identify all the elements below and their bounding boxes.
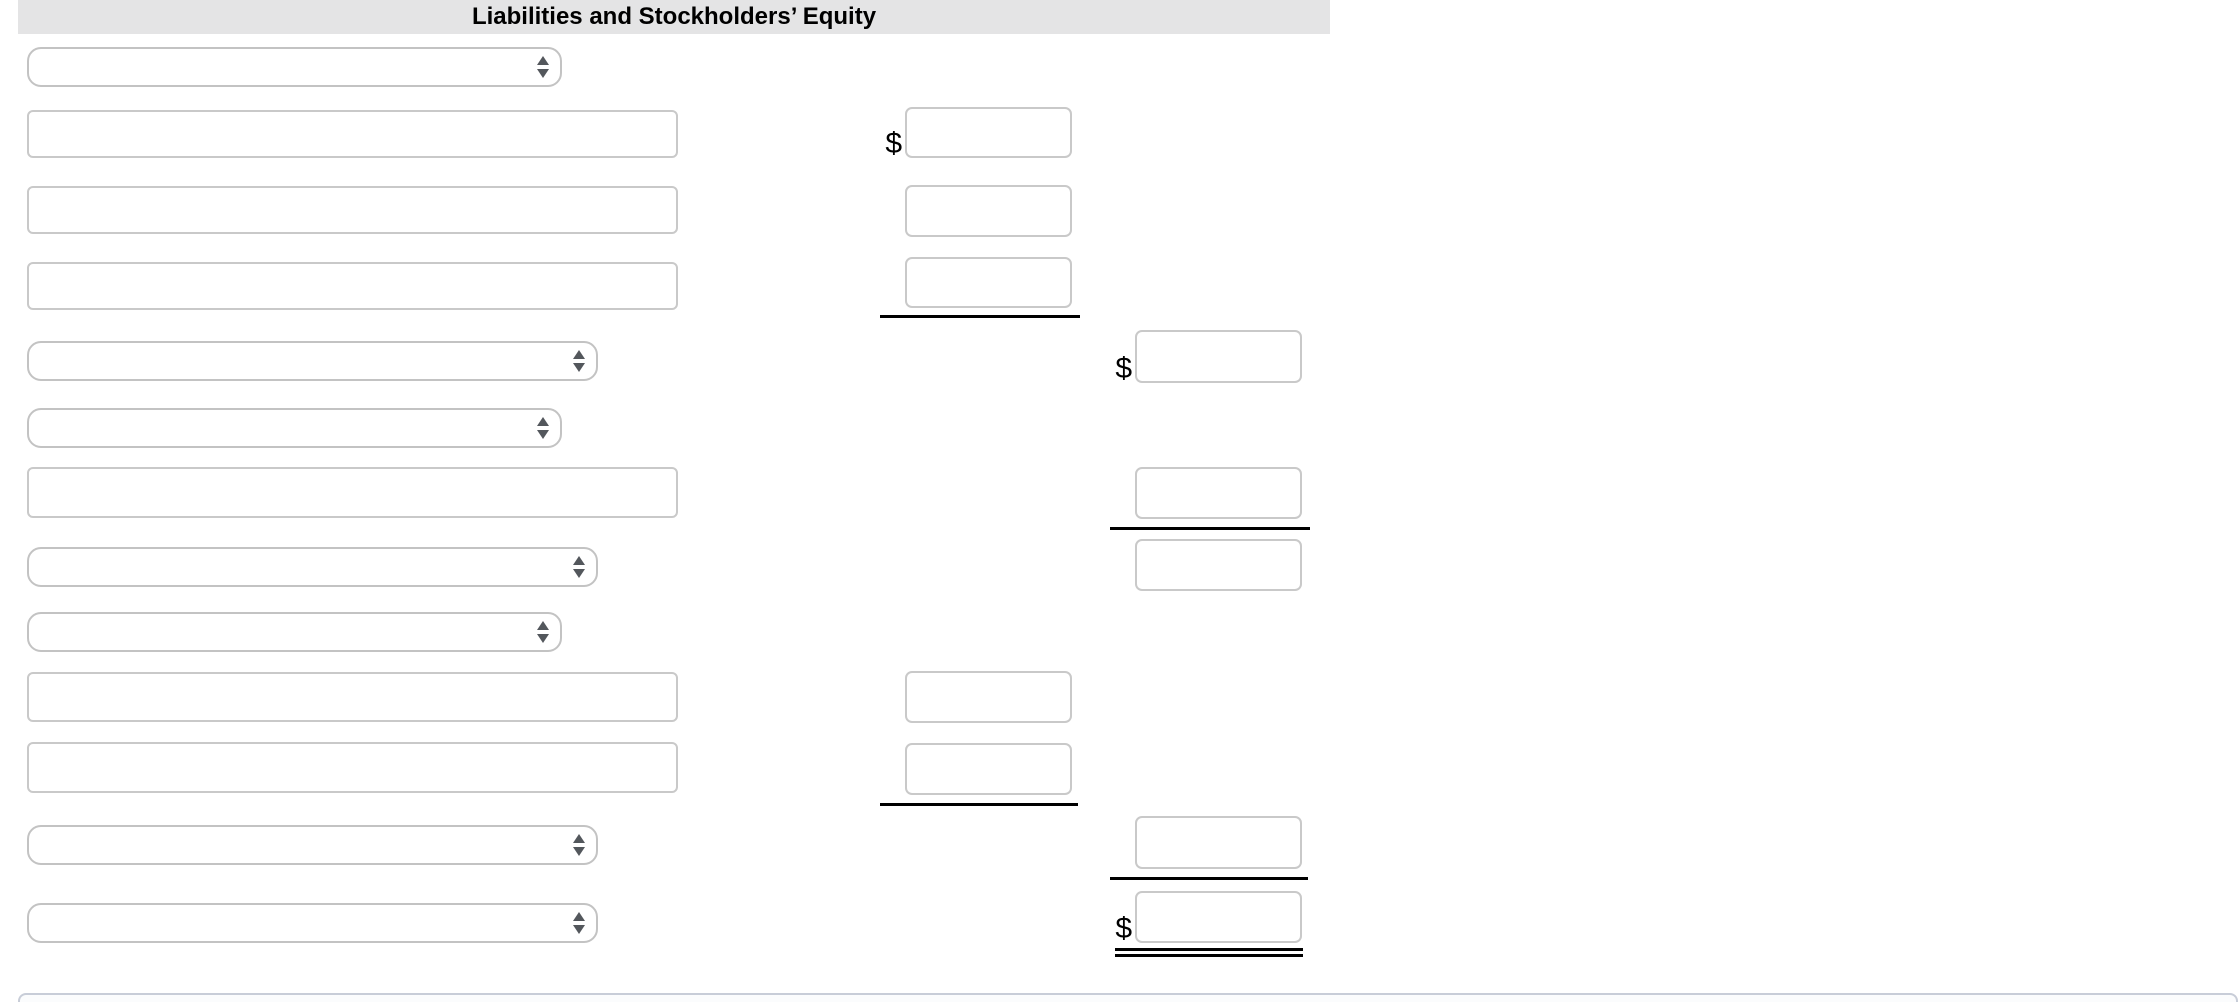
- row6-label-select[interactable]: [29, 410, 560, 446]
- grand-total-double-rule: [1115, 948, 1303, 957]
- row13-grand-total-label-select[interactable]: [29, 905, 596, 941]
- row3-account-input[interactable]: [27, 186, 678, 234]
- row11-account-input[interactable]: [27, 742, 678, 793]
- row13-grand-total-label-select-wrap: [27, 903, 598, 943]
- row2-amount-input[interactable]: [905, 107, 1072, 158]
- row12-total-label-select-wrap: [27, 825, 598, 865]
- row1-label-select[interactable]: [29, 49, 560, 85]
- row10-account-input[interactable]: [27, 672, 678, 722]
- row5-total-label-select[interactable]: [29, 343, 596, 379]
- inner-column-subtotal-rule-1: [880, 315, 1080, 318]
- row8-total-label-select[interactable]: [29, 549, 596, 585]
- section-header-bar: Liabilities and Stockholders’ Equity: [18, 0, 1330, 34]
- row4-amount-input[interactable]: [905, 257, 1072, 308]
- row9-label-select-wrap: [27, 612, 562, 652]
- outer-column-subtotal-rule-2: [1110, 877, 1308, 880]
- row5-currency-symbol: $: [1115, 352, 1132, 385]
- row7-amount-input[interactable]: [1135, 467, 1302, 519]
- row13-amount-input[interactable]: [1135, 891, 1302, 943]
- row13-currency-symbol: $: [1115, 912, 1132, 945]
- row4-account-input[interactable]: [27, 262, 678, 310]
- row2-currency-symbol: $: [885, 127, 902, 160]
- row1-label-select-wrap: [27, 47, 562, 87]
- row6-label-select-wrap: [27, 408, 562, 448]
- row8-amount-input[interactable]: [1135, 539, 1302, 591]
- outer-column-subtotal-rule-1: [1110, 527, 1310, 530]
- row7-account-input[interactable]: [27, 467, 678, 518]
- row10-amount-input[interactable]: [905, 671, 1072, 723]
- row2-account-input[interactable]: [27, 110, 678, 158]
- row12-total-label-select[interactable]: [29, 827, 596, 863]
- row11-amount-input[interactable]: [905, 743, 1072, 795]
- row9-label-select[interactable]: [29, 614, 560, 650]
- inner-column-subtotal-rule-2: [880, 803, 1078, 806]
- row8-total-label-select-wrap: [27, 547, 598, 587]
- next-section-panel-edge: [18, 993, 2238, 1002]
- row5-amount-input[interactable]: [1135, 330, 1302, 383]
- row5-total-label-select-wrap: [27, 341, 598, 381]
- row12-amount-input[interactable]: [1135, 816, 1302, 869]
- row3-amount-input[interactable]: [905, 185, 1072, 237]
- section-title: Liabilities and Stockholders’ Equity: [471, 3, 877, 30]
